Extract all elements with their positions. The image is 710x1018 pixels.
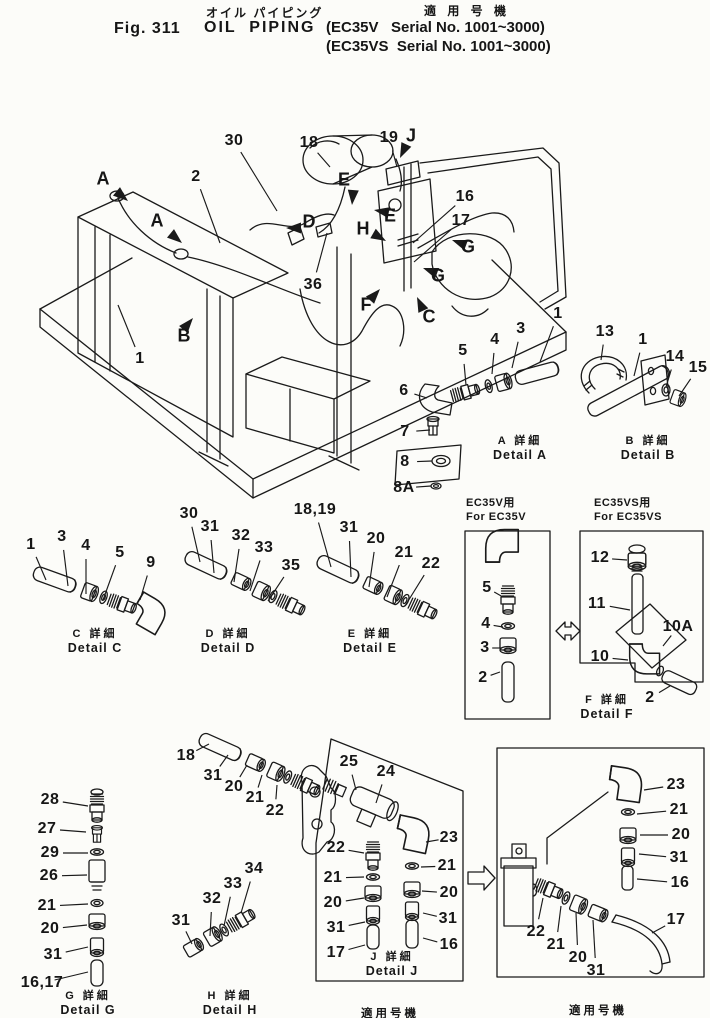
ec35vs-option-box xyxy=(555,530,704,696)
ec35v-box-title: EC35V用 For EC35V xyxy=(466,497,527,524)
detail-f-title: F 詳細 Detail F xyxy=(580,694,634,721)
detail-b-title: B 詳細 Detail B xyxy=(620,435,676,462)
detail-e-parts xyxy=(314,553,440,623)
serial-range-ec35vs: (EC35VS Serial No. 1001~3000) xyxy=(326,38,551,55)
detail-a-parts xyxy=(394,360,561,490)
page-title: OIL PIPING xyxy=(204,19,316,36)
pre-j-parts xyxy=(196,730,323,799)
ec35vs-box-outline xyxy=(579,530,704,683)
detail-h-title: H 詳細 Detail H xyxy=(202,990,258,1017)
late-box-outline xyxy=(496,747,705,978)
detail-j-box-outline xyxy=(315,738,464,982)
detail-g-title: G 詳細 Detail G xyxy=(60,990,116,1017)
detail-j-title: J 詳細 Detail J xyxy=(365,951,419,978)
detail-j-box xyxy=(300,738,464,982)
continue-arrow xyxy=(467,865,496,891)
serial-note-late-range: 適用号機 EC35V Serial No. 2080~3000 EC35VS S… xyxy=(569,1005,627,1018)
detail-c-parts xyxy=(30,564,172,636)
title-japanese: オイル パイピング xyxy=(206,6,324,20)
detail-c-title: C 詳細 Detail C xyxy=(67,628,123,655)
ec35v-option-box xyxy=(464,528,551,720)
ec35v-box-outline xyxy=(464,530,551,720)
swap-arrow xyxy=(555,621,581,641)
applicable-serial-heading: 適 用 号 機 xyxy=(424,4,511,18)
late-serial-box xyxy=(467,747,705,978)
detail-d-parts xyxy=(182,549,308,619)
detail-a-title: A 詳細 Detail A xyxy=(492,435,548,462)
detail-d-title: D 詳細 Detail D xyxy=(200,628,256,655)
serial-note-early-range: 適用号機 EC35V Serial No. 1001~2079 EC35VS S… xyxy=(361,1008,419,1018)
detail-h-parts xyxy=(182,906,258,959)
detail-g-parts xyxy=(88,788,106,987)
detail-b-parts xyxy=(580,354,689,417)
ec35vs-box-title: EC35VS用 For EC35VS xyxy=(594,497,662,524)
serial-range-ec35v: (EC35V Serial No. 1001~3000) xyxy=(326,19,545,36)
detail-e-title: E 詳細 Detail E xyxy=(343,628,397,655)
figure-number: Fig. 311 xyxy=(114,20,181,37)
machine-sketch xyxy=(39,134,567,499)
